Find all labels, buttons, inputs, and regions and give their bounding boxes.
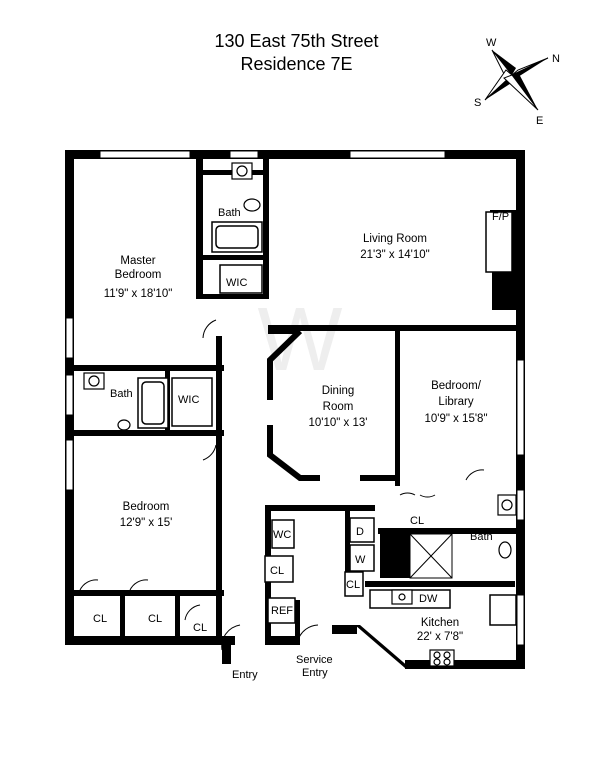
wic-label: WIC: [178, 394, 199, 406]
door-swings: [79, 319, 485, 651]
dining-room-walls: [267, 328, 395, 481]
dining-room-label: Dining: [322, 385, 355, 397]
master-bath-label: Bath: [218, 207, 241, 219]
bathtub-icon: [137, 377, 169, 429]
dining-room-dims: 10'10" x 13': [309, 417, 368, 429]
dryer-label: D: [356, 526, 364, 538]
compass-rose-icon: W N S E: [474, 37, 560, 127]
stove-icon: [429, 649, 455, 667]
bedroom-dims: 12'9" x 15': [120, 517, 173, 529]
entry-label: Entry: [232, 669, 258, 681]
bedroom-closet-1-label: CL: [93, 613, 107, 625]
hall-closet-label: CL: [270, 565, 284, 577]
service-entry-label-2: Entry: [302, 667, 328, 679]
closet-boxes: [171, 264, 517, 626]
address-text: 130 East 75th Street: [214, 31, 379, 51]
bedroom-library-dims: 10'9" x 15'8": [424, 413, 487, 425]
residence-text: Residence 7E: [240, 54, 353, 74]
compass-w-label: W: [486, 37, 497, 49]
compass-e-label: E: [536, 115, 543, 127]
dishwasher-label: DW: [419, 593, 438, 605]
living-room-label: Living Room: [363, 233, 427, 245]
bath-label: Bath: [110, 388, 133, 400]
compass-n-label: N: [552, 53, 560, 65]
bedroom-closet-2-label: CL: [148, 613, 162, 625]
master-bedroom-dims: 11'9" x 18'10": [104, 288, 173, 300]
sink-icon: [83, 162, 517, 516]
entry-closet-label: CL: [193, 622, 207, 634]
library-closet-label: CL: [410, 515, 424, 527]
master-bedroom-label-2: Bedroom: [115, 269, 162, 281]
toilet-icon: [117, 198, 512, 559]
library-bath-label: Bath: [470, 531, 493, 543]
service-entry-label: Service: [296, 654, 333, 666]
bedroom-library-label: Bedroom/: [431, 380, 482, 392]
bedroom-label: Bedroom: [123, 501, 170, 513]
compass-s-label: S: [474, 97, 481, 109]
shower-icon: [409, 533, 453, 579]
kitchen-label: Kitchen: [421, 617, 459, 629]
bedroom-library-label-2: Library: [438, 396, 473, 408]
fireplace-icon: [485, 211, 513, 273]
fireplace-label: F/P: [492, 211, 509, 223]
wc-label: WC: [273, 529, 291, 541]
dining-room-label-2: Room: [323, 401, 354, 413]
windows: [65, 150, 525, 646]
kitchen-sink-icon: [391, 589, 413, 605]
washer-label: W: [355, 554, 366, 566]
master-wic-label: WIC: [226, 277, 247, 289]
refrigerator-label: REF: [271, 605, 293, 617]
kitchen-dims: 22' x 7'8": [417, 631, 463, 643]
plan-title: 130 East 75th Street Residence 7E: [0, 30, 593, 76]
pantry-closet-label: CL: [346, 579, 360, 591]
bathtub-icon: [211, 221, 263, 253]
living-room-dims: 21'3" x 14'10": [360, 249, 429, 261]
master-bedroom-label: Master: [120, 255, 155, 267]
